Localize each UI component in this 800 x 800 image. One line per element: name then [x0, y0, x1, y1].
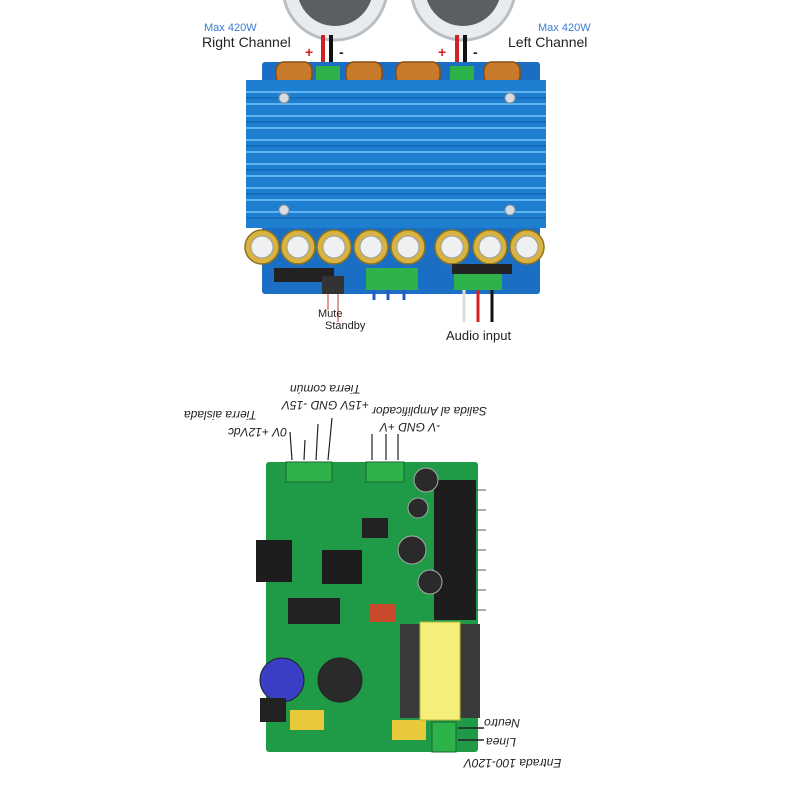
- audio-input-label: Audio input: [446, 328, 512, 343]
- right-max-label: Max 420W: [204, 22, 257, 34]
- label-0v-12v: 0V +12Vdc: [228, 425, 288, 439]
- power-terminal: [366, 268, 418, 290]
- right-channel-label: Right Channel: [202, 34, 291, 50]
- label-tierra-aislada: Tierra aislada: [184, 408, 257, 422]
- speaker-left: [410, 0, 516, 42]
- terminal-right: [316, 66, 340, 84]
- left-max-label: Max 420W: [538, 22, 591, 34]
- psu-ic: [362, 518, 388, 538]
- terminal-left: [450, 66, 474, 84]
- right-minus: -: [339, 44, 344, 60]
- terminal-12v: [285, 461, 333, 483]
- label-v-gnd: -V GND +V: [380, 420, 441, 434]
- psu-capacitors: [259, 467, 443, 703]
- left-minus: -: [473, 44, 478, 60]
- label-salida: Salida al Amplificador: [372, 404, 487, 418]
- psu-heatsinks: [256, 480, 476, 620]
- left-channel-label: Left Channel: [508, 34, 588, 50]
- ic-chip: [274, 268, 334, 282]
- top-leader-lines: [289, 417, 399, 461]
- amplifier-illustration: [244, 0, 546, 322]
- label-entrada: Entrada 100-120V: [464, 756, 562, 770]
- label-linea: Línea: [486, 735, 517, 749]
- yellow-capacitor-2: [392, 720, 426, 740]
- capacitors: [244, 229, 545, 265]
- standby-label: Standby: [325, 320, 366, 332]
- transformer: [400, 621, 480, 721]
- heatsink: [246, 80, 546, 228]
- mute-header: [322, 276, 344, 294]
- right-plus: +: [305, 44, 314, 60]
- power-wires: [372, 290, 406, 300]
- inductors: [275, 61, 521, 85]
- chip-right: [452, 264, 512, 274]
- label-neutro: Neutro: [484, 716, 521, 730]
- speaker-right: [282, 0, 388, 42]
- terminal-15v: [365, 461, 405, 483]
- left-plus: +: [438, 44, 447, 60]
- label-15v: +15V GND -15V: [282, 398, 370, 412]
- yellow-capacitor: [290, 710, 324, 730]
- ac-terminal: [431, 721, 457, 753]
- psu-module: [288, 598, 340, 624]
- power-supply-illustration: [256, 417, 486, 753]
- label-tierra-comun: Tierra común: [290, 382, 361, 396]
- red-capacitor: [370, 604, 396, 622]
- black-choke: [260, 698, 286, 722]
- ac-arrows: [458, 727, 484, 741]
- mute-label: Mute: [318, 308, 343, 320]
